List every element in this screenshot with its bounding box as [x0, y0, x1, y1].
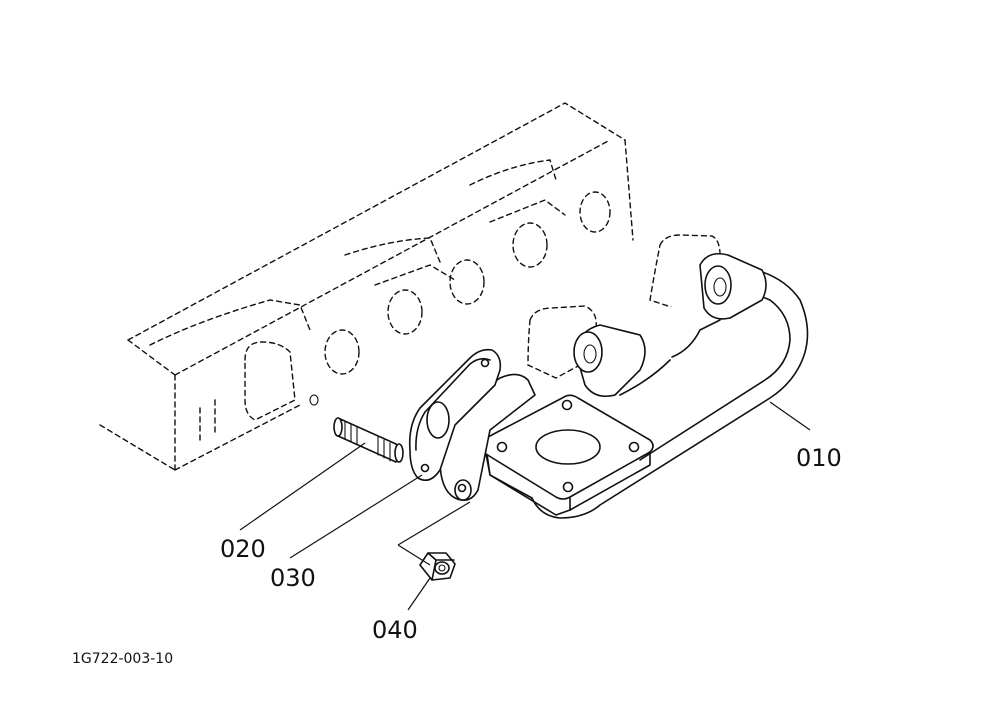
leader-lines: [239, 401, 811, 611]
figure-reference: 1G722-003-10: [72, 651, 173, 667]
leader-010: [769, 401, 811, 431]
leader-nut-ref: [397, 501, 471, 566]
part-label-020: 020: [220, 535, 266, 563]
part-label-010: 010: [796, 444, 842, 472]
leader-020: [239, 442, 366, 531]
exhaust-manifold: [439, 234, 809, 519]
leader-040: [407, 577, 431, 611]
nut: [419, 552, 456, 581]
cylinder-head: [99, 102, 634, 471]
part-label-040: 040: [372, 616, 418, 644]
leader-030: [289, 474, 423, 559]
part-label-030: 030: [270, 564, 316, 592]
stud-bolt: [333, 417, 404, 463]
